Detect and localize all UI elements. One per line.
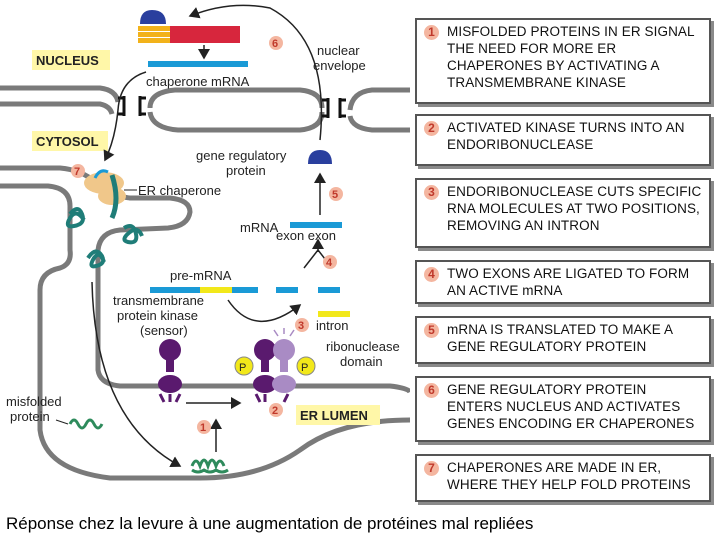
pre-mrna-label: pre-mRNA xyxy=(170,268,232,283)
misfolded-protein-label-2: protein xyxy=(10,409,50,424)
misfolded-protein-label-1: misfolded xyxy=(6,394,62,409)
kinase-label-2: protein kinase xyxy=(117,308,198,323)
step-3-number: 3 xyxy=(424,185,439,200)
ribonuclease-label-2: domain xyxy=(340,354,383,369)
pre-mrna-exon-1 xyxy=(150,287,200,293)
step-1-number: 1 xyxy=(424,25,439,40)
figure-caption: Réponse chez la levure à une augmentatio… xyxy=(6,514,534,533)
er-lumen-label: ER LUMEN xyxy=(300,408,368,423)
nuclear-envelope-label-1: nuclear xyxy=(317,43,360,58)
nucleus-label-box xyxy=(32,50,110,70)
nuclear-pore-left xyxy=(118,96,146,116)
step-2-number: 2 xyxy=(424,121,439,136)
marker-1: 1 xyxy=(197,420,211,434)
nuclear-envelope xyxy=(0,85,410,133)
er-chaperone xyxy=(84,169,126,220)
marker-6: 6 xyxy=(269,36,283,50)
marker-5: 5 xyxy=(329,187,343,201)
gene-regulatory-protein xyxy=(308,150,332,164)
step-2: 2 ACTIVATED KINASE TURNS INTO AN ENDORIB… xyxy=(415,114,711,166)
svg-text:1: 1 xyxy=(200,422,206,434)
mrna-exon-right xyxy=(320,222,342,228)
er-chaperone-label: ER chaperone xyxy=(138,183,221,198)
cytosol-label-box xyxy=(32,131,108,151)
svg-text:4: 4 xyxy=(326,257,333,269)
folded-protein-1 xyxy=(65,207,86,229)
step-6-number: 6 xyxy=(424,383,439,398)
step-7-number: 7 xyxy=(424,461,439,476)
marker-2: 2 xyxy=(269,403,283,417)
step-3-text: ENDORIBONUCLEASE CUTS SPECIFIC RNA MOLEC… xyxy=(447,184,702,233)
step-4-text: TWO EXONS ARE LIGATED TO FORM AN ACTIVE … xyxy=(447,266,690,298)
marker-3: 3 xyxy=(295,318,309,332)
svg-text:2: 2 xyxy=(272,405,278,417)
misfolded-protein-aggregate xyxy=(190,458,229,474)
gene-regulatory-protein-label-1: gene regulatory xyxy=(196,148,287,163)
step-1: 1 MISFOLDED PROTEINS IN ER SIGNAL THE NE… xyxy=(415,18,711,104)
kinase-sensor-inactive xyxy=(158,339,182,403)
marker-7: 7 xyxy=(71,164,85,178)
nuclear-envelope-label-2: envelope xyxy=(313,58,366,73)
svg-text:P: P xyxy=(301,362,308,374)
intron-label: intron xyxy=(316,318,349,333)
gene-regulatory-protein-label-2: protein xyxy=(226,163,266,178)
arrow-6 xyxy=(188,4,323,141)
phosphate-left: P xyxy=(234,356,254,376)
nucleus-label: NUCLEUS xyxy=(36,53,99,68)
step-4: 4 TWO EXONS ARE LIGATED TO FORM AN ACTIV… xyxy=(415,260,711,304)
step-5: 5 mRNA IS TRANSLATED TO MAKE A GENE REGU… xyxy=(415,316,711,364)
excised-intron xyxy=(318,311,350,317)
svg-text:5: 5 xyxy=(332,189,338,201)
step-3: 3 ENDORIBONUCLEASE CUTS SPECIFIC RNA MOL… xyxy=(415,178,711,248)
kinase-dimer-active xyxy=(253,328,296,403)
step-2-text: ACTIVATED KINASE TURNS INTO AN ENDORIBON… xyxy=(447,120,685,152)
cytosol-label: CYTOSOL xyxy=(36,134,99,149)
nuclear-pore-right xyxy=(322,98,346,118)
step-7-text: CHAPERONES ARE MADE IN ER, WHERE THEY HE… xyxy=(447,460,691,492)
chaperone-mrna-label: chaperone mRNA xyxy=(146,74,250,89)
svg-text:P: P xyxy=(239,362,246,374)
step-6-text: GENE REGULATORY PROTEIN ENTERS NUCLEUS A… xyxy=(447,382,695,431)
chaperone-gene xyxy=(138,26,240,43)
er-lumen-label-box xyxy=(296,405,380,425)
step-7: 7 CHAPERONES ARE MADE IN ER, WHERE THEY … xyxy=(415,454,711,502)
ribonuclease-label-1: ribonuclease xyxy=(326,339,400,354)
mrna-exon-left xyxy=(290,222,320,228)
folded-protein-3 xyxy=(86,249,106,269)
exon-exon-label: exon exon xyxy=(276,228,336,243)
arrow-3 xyxy=(227,299,302,322)
kinase-label-1: transmembrane xyxy=(113,293,204,308)
arrow-misfolded xyxy=(91,281,182,467)
pre-mrna-intron xyxy=(200,287,232,293)
upr-diagram: NUCLEUS CYTOSOL ER LUMEN chaperone mRNA … xyxy=(0,4,410,481)
folded-protein-2 xyxy=(122,224,144,245)
bound-gene-regulatory-protein xyxy=(140,10,166,24)
step-5-number: 5 xyxy=(424,323,439,338)
svg-text:7: 7 xyxy=(74,166,80,178)
pre-mrna-exon-2 xyxy=(232,287,258,293)
svg-text:6: 6 xyxy=(272,38,278,50)
chaperone-mrna-strand xyxy=(148,61,248,67)
svg-text:3: 3 xyxy=(298,320,304,332)
misfolded-protein xyxy=(68,418,104,430)
mrna-label: mRNA xyxy=(240,220,279,235)
phosphate-right: P xyxy=(296,356,316,376)
step-6: 6 GENE REGULATORY PROTEIN ENTERS NUCLEUS… xyxy=(415,376,711,442)
split-exon-right xyxy=(318,287,340,293)
step-1-text: MISFOLDED PROTEINS IN ER SIGNAL THE NEED… xyxy=(447,24,695,90)
marker-4: 4 xyxy=(323,255,337,269)
split-exon-left xyxy=(276,287,298,293)
step-4-number: 4 xyxy=(424,267,439,282)
step-5-text: mRNA IS TRANSLATED TO MAKE A GENE REGULA… xyxy=(447,322,673,354)
kinase-label-3: (sensor) xyxy=(140,323,188,338)
arrow-to-chaperone xyxy=(103,71,147,162)
